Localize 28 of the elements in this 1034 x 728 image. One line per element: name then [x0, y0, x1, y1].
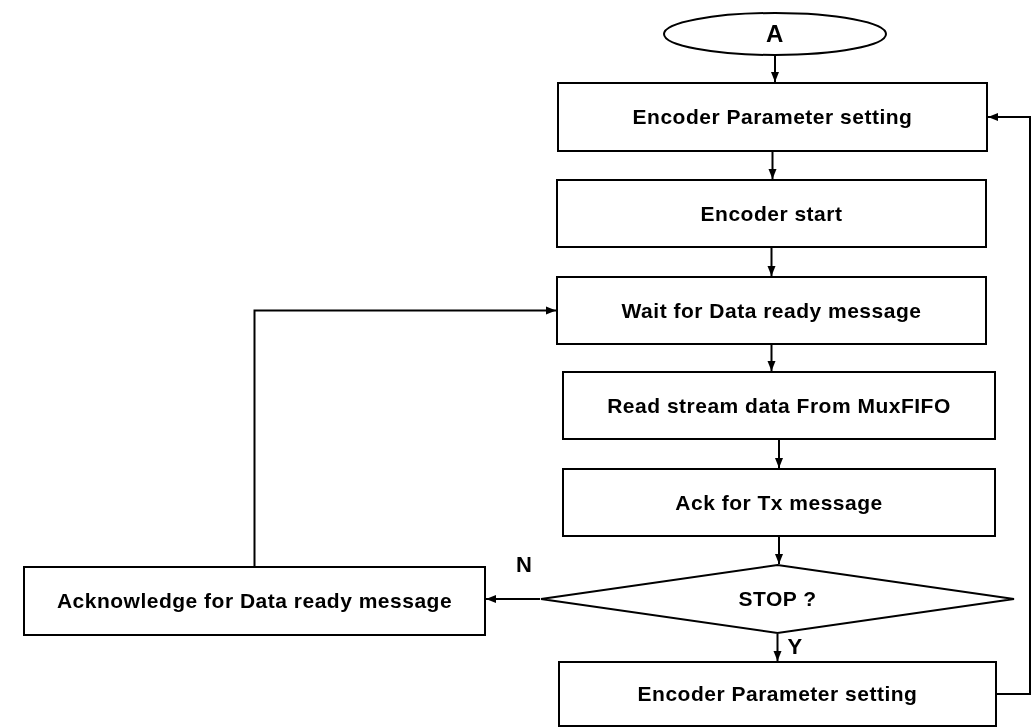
arrow — [767, 344, 776, 372]
process-box — [557, 82, 988, 152]
node-label: Acknowledge for Data ready message — [56, 588, 453, 615]
node-label: Encoder Parameter setting — [637, 681, 918, 708]
node-label: Encoder start — [700, 200, 843, 227]
node-label: Ack for Tx message — [675, 489, 883, 516]
arrow — [771, 55, 779, 83]
node-label: Wait for Data ready message — [621, 297, 922, 324]
arrow — [253, 306, 557, 567]
decision-diamond — [540, 564, 1015, 634]
terminal-ellipse — [663, 12, 887, 56]
process-box — [23, 566, 486, 636]
process-box — [558, 661, 997, 727]
arrow — [485, 595, 541, 603]
arrow — [775, 439, 783, 469]
process-box — [556, 179, 987, 248]
node-label: Read stream data From MuxFIFO — [607, 392, 951, 419]
node-label: Encoder Parameter setting — [632, 104, 913, 131]
arrow — [775, 536, 783, 565]
process-box — [562, 468, 996, 537]
arrow — [773, 633, 782, 662]
process-box — [556, 276, 987, 345]
node-label: A — [766, 19, 784, 50]
process-box — [562, 371, 996, 440]
arrow — [767, 247, 776, 277]
arrow — [768, 151, 777, 180]
arrow — [987, 113, 1031, 695]
node-label: STOP ? — [738, 586, 817, 613]
